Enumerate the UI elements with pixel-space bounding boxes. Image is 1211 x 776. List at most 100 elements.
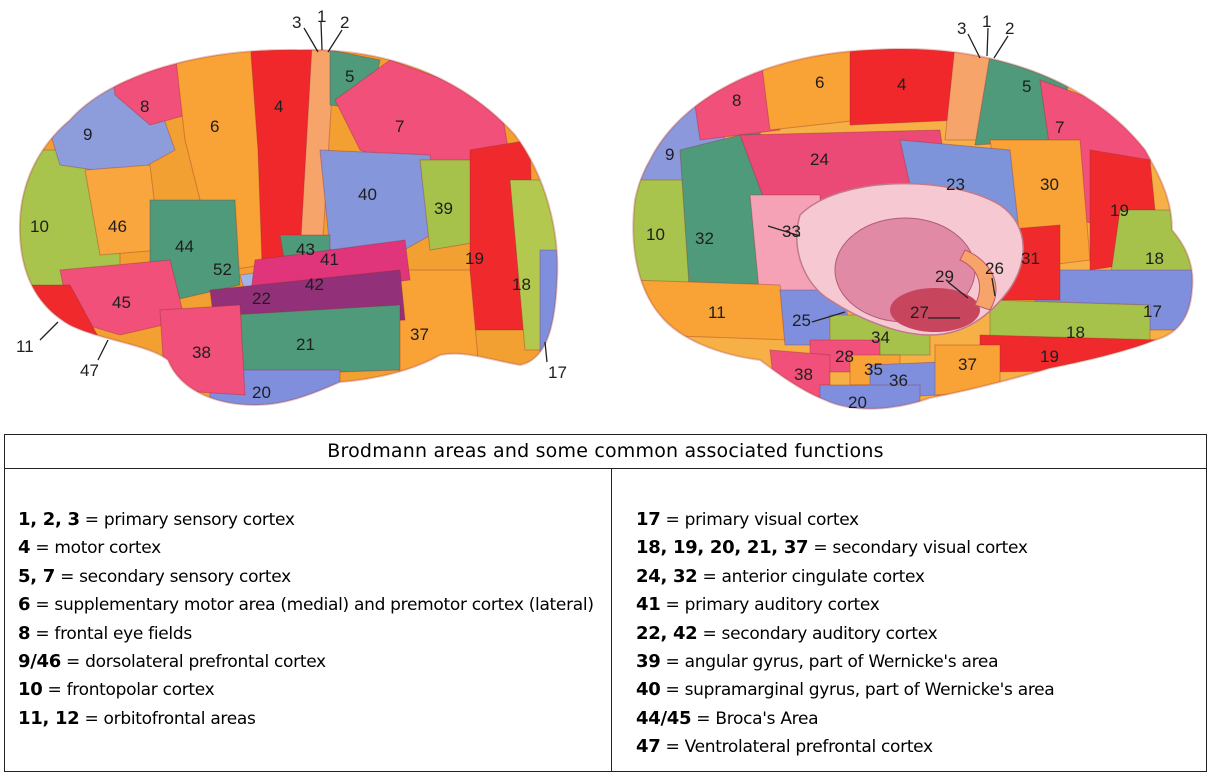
legend-columns: 1, 2, 3 = primary sensory cortex 4 = mot… [5, 469, 1206, 771]
legend-entry: 39 = angular gyrus, part of Wernicke's a… [636, 648, 1206, 676]
legend-entry: 9/46 = dorsolateral prefrontal cortex [18, 648, 611, 676]
legend-left-column: 1, 2, 3 = primary sensory cortex 4 = mot… [5, 469, 612, 771]
med-label-36: 36 [889, 371, 908, 390]
lat-label-45: 45 [112, 293, 131, 312]
lat-label-4: 4 [274, 97, 283, 116]
legend-text: = primary auditory cortex [660, 595, 879, 615]
legend-entry: 18, 19, 20, 21, 37 = secondary visual co… [636, 534, 1206, 562]
legend-key: 5, 7 [18, 566, 55, 587]
legend-entry: 17 = primary visual cortex [636, 506, 1206, 534]
legend-text: = primary sensory cortex [80, 510, 295, 530]
legend-text: = frontal eye fields [30, 624, 192, 644]
legend-key: 39 [636, 651, 660, 672]
med-label-23: 23 [946, 175, 965, 194]
legend-text: = primary visual cortex [660, 510, 858, 530]
legend-text: = orbitofrontal areas [79, 709, 255, 729]
med-label-29: 29 [935, 267, 954, 286]
legend-key: 10 [18, 679, 42, 700]
med-label-3: 3 [957, 19, 966, 38]
lat-label-8: 8 [140, 97, 149, 116]
lat-label-37: 37 [410, 325, 429, 344]
med-label-31: 30 [1040, 175, 1059, 194]
legend-entry: 44/45 = Broca's Area [636, 705, 1206, 733]
legend-key: 44/45 [636, 708, 691, 729]
legend-entry: 10 = frontopolar cortex [18, 676, 611, 704]
legend-key: 9/46 [18, 651, 61, 672]
legend-key: 6 [18, 594, 30, 615]
lat-label-42: 42 [305, 275, 324, 294]
legend-key: 4 [18, 537, 30, 558]
legend-key: 40 [636, 679, 660, 700]
lat-label-41: 41 [320, 250, 339, 269]
med-label-34: 34 [871, 328, 890, 347]
med-label-10: 10 [646, 225, 665, 244]
med-label-30: 31 [1021, 249, 1040, 268]
med-label-25: 25 [792, 311, 811, 330]
lat-area-21 [230, 305, 400, 375]
lat-label-47: 47 [80, 361, 99, 380]
med-label-19-bottom: 19 [1040, 347, 1059, 366]
med-label-17: 17 [1143, 302, 1162, 321]
legend-key: 17 [636, 509, 660, 530]
legend-key: 11, 12 [18, 708, 79, 729]
lat-area-37 [395, 270, 480, 385]
med-label-24: 24 [810, 150, 829, 169]
lat-label-7: 7 [395, 117, 404, 136]
lat-label-18: 18 [512, 275, 531, 294]
lat-label-43: 43 [296, 240, 315, 259]
lat-label-44: 44 [175, 237, 194, 256]
lat-label-11: 11 [16, 337, 34, 356]
med-label-4: 4 [897, 75, 906, 94]
legend-text: = Broca's Area [691, 709, 818, 729]
med-label-11: 11 [708, 303, 726, 322]
lat-label-40: 40 [358, 185, 377, 204]
legend-entry: 24, 32 = anterior cingulate cortex [636, 563, 1206, 591]
legend-key: 22, 42 [636, 623, 697, 644]
legend-text: = secondary visual cortex [808, 538, 1027, 558]
med-label-7: 7 [1055, 118, 1064, 137]
lat-label-38: 38 [192, 343, 211, 362]
legend-entry: 8 = frontal eye fields [18, 620, 611, 648]
legend-text: = angular gyrus, part of Wernicke's area [660, 652, 998, 672]
lat-label-19: 19 [465, 249, 484, 268]
legend-entry: 6 = supplementary motor area (medial) an… [18, 591, 608, 619]
lat-label-3: 3 [292, 13, 301, 32]
legend-entry: 22, 42 = secondary auditory cortex [636, 620, 1206, 648]
lat-label-46: 46 [108, 217, 127, 236]
lat-label-20: 20 [252, 383, 271, 402]
legend-entry: 11, 12 = orbitofrontal areas [18, 705, 611, 733]
legend-key: 18, 19, 20, 21, 37 [636, 537, 808, 558]
legend-text: = dorsolateral prefrontal cortex [61, 652, 326, 672]
legend-entry: 40 = supramarginal gyrus, part of Wernic… [636, 676, 1206, 704]
legend-text: = secondary sensory cortex [55, 567, 291, 587]
legend-entry: 5, 7 = secondary sensory cortex [18, 563, 611, 591]
med-area-20 [820, 385, 920, 420]
med-label-27: 27 [910, 303, 929, 322]
lat-label-39: 39 [434, 199, 453, 218]
legend-entry: 41 = primary auditory cortex [636, 591, 1206, 619]
legend-entry: 4 = motor cortex [18, 534, 611, 562]
lat-label-9: 9 [83, 125, 92, 144]
med-label-37: 37 [958, 355, 977, 374]
med-label-38: 38 [794, 365, 813, 384]
med-label-26: 26 [985, 259, 1004, 278]
med-label-18-top: 18 [1145, 249, 1164, 268]
med-label-20: 20 [848, 393, 867, 412]
legend-key: 8 [18, 623, 30, 644]
med-label-35: 35 [864, 360, 883, 379]
med-label-18-bottom: 18 [1066, 323, 1085, 342]
legend-table: Brodmann areas and some common associate… [4, 434, 1207, 772]
legend-text: = supramarginal gyrus, part of Wernicke'… [660, 680, 1054, 700]
med-label-33: 33 [782, 222, 801, 241]
legend-text: = anterior cingulate cortex [697, 567, 924, 587]
legend-key: 47 [636, 736, 660, 757]
med-label-8: 8 [732, 91, 741, 110]
lat-label-10: 10 [30, 217, 49, 236]
lat-label-5: 5 [345, 67, 354, 86]
legend-title: Brodmann areas and some common associate… [5, 435, 1206, 469]
lat-label-22: 22 [252, 289, 271, 308]
med-label-9: 9 [665, 145, 674, 164]
legend-text: = Ventrolateral prefrontal cortex [660, 737, 932, 757]
lat-label-17: 17 [548, 363, 567, 382]
med-label-19: 19 [1110, 201, 1129, 220]
